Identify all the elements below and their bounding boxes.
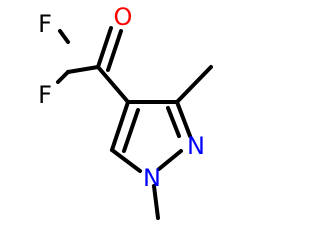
structure-drawing: O F F N N [38, 3, 213, 220]
bond-cf2-to-carbonyl [66, 65, 100, 74]
fluorine-bottom-atom-label: F [38, 81, 52, 109]
bond-c4-c5-outer [110, 100, 130, 152]
bond-f-top-to-cf2 [58, 29, 70, 44]
bond-carbonyl-to-o-b [106, 29, 123, 72]
molecule-diagram: O F F N N [38, 3, 213, 220]
bond-c4-c5-inner [122, 108, 140, 153]
bond-n1-to-methyl [152, 184, 160, 220]
nitrogen-ring-atom-label: N [187, 132, 205, 160]
bond-c5-n1 [110, 148, 142, 173]
bond-f-bottom-to-cf2 [56, 70, 70, 84]
bond-c3-n2-outer [175, 100, 192, 138]
bond-c3-n2-inner [166, 106, 181, 138]
bond-carbonyl-to-ring [96, 65, 130, 104]
oxygen-atom-label: O [114, 3, 133, 31]
bond-c3-to-methyl [175, 65, 213, 104]
bond-n1-n2 [157, 149, 183, 171]
bond-carbonyl-to-o-a [96, 26, 113, 69]
fluorine-top-atom-label: F [38, 10, 52, 38]
nitrogen-methyl-atom-label: N [143, 164, 161, 192]
